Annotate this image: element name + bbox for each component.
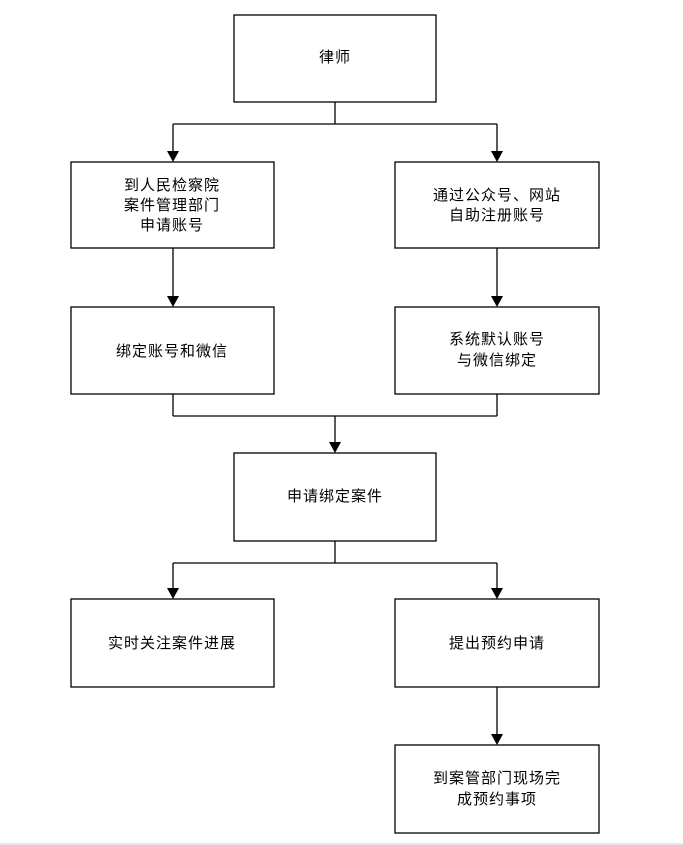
- labels: 律师 到人民检察院 案件管理部门 申请账号 通过公众号、网站 自助注册账号 绑定…: [108, 48, 561, 808]
- node-complete-onsite: [394, 744, 600, 834]
- node-label-apply-at-procuratorate-line-1: 到人民检察院: [124, 176, 220, 194]
- node-label-self-register-line-1: 通过公众号、网站: [433, 186, 561, 204]
- node-label-follow-progress: 实时关注案件进展: [108, 634, 236, 652]
- arrowhead-to-self-register: [491, 151, 503, 162]
- node-follow-progress: [70, 598, 275, 688]
- node-label-apply-bind-case: 申请绑定案件: [287, 487, 383, 505]
- arrowhead-to-apply-bind-case: [329, 442, 341, 453]
- node-label-self-register-line-2: 自助注册账号: [449, 206, 545, 224]
- boxes: [70, 14, 600, 834]
- node-default-bind: [394, 306, 600, 395]
- arrowhead-to-default-bind: [491, 296, 503, 307]
- node-bind-account-wechat: [70, 306, 275, 395]
- arrowhead-to-complete-onsite: [491, 734, 503, 745]
- node-self-register: [394, 161, 600, 249]
- arrowhead-to-apply-at-procuratorate: [167, 151, 179, 162]
- arrowhead-to-submit-appointment: [491, 588, 503, 599]
- node-label-complete-onsite-line-2: 成预约事项: [457, 790, 537, 808]
- connectors: [167, 102, 503, 745]
- arrowhead-to-bind-account-wechat: [167, 296, 179, 307]
- node-label-apply-at-procuratorate-line-3: 申请账号: [140, 216, 204, 234]
- node-label-lawyer: 律师: [319, 48, 351, 66]
- node-label-complete-onsite-line-1: 到案管部门现场完: [433, 769, 561, 787]
- node-label-default-bind-line-2: 与微信绑定: [457, 351, 537, 369]
- node-apply-bind-case: [233, 452, 437, 542]
- node-label-submit-appointment: 提出预约申请: [449, 634, 545, 652]
- node-apply-at-procuratorate: [70, 161, 275, 249]
- node-label-default-bind-line-1: 系统默认账号: [449, 330, 545, 348]
- node-label-apply-at-procuratorate-line-2: 案件管理部门: [124, 196, 220, 214]
- node-lawyer: [233, 14, 437, 103]
- page-bottom-edge: [0, 843, 683, 845]
- node-submit-appointment: [394, 598, 600, 688]
- arrowhead-to-follow-progress: [167, 588, 179, 599]
- node-label-bind-account-wechat: 绑定账号和微信: [116, 342, 228, 360]
